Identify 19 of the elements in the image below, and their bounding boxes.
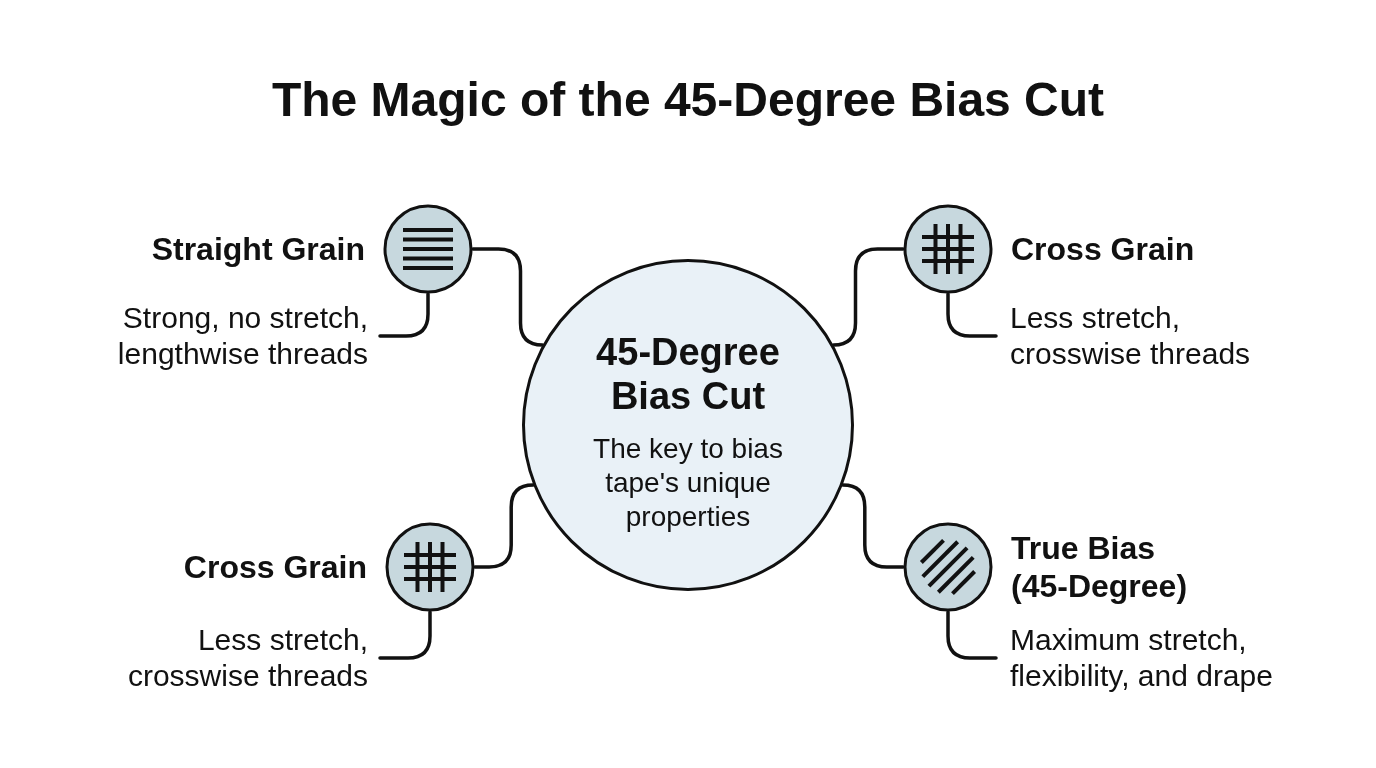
connector-line [378,610,432,660]
connector-line [946,292,998,338]
description-text: Less stretch, crosswise threads [1010,300,1252,372]
grain-label: Cross Grain [1011,230,1196,268]
connector-line [946,610,998,660]
diagram-title: The Magic of the 45-Degree Bias Cut [271,72,1105,128]
description-text: Less stretch, crosswise threads [126,622,368,694]
connector-line [831,247,905,347]
connector-line [473,483,535,569]
connector-line [378,292,430,338]
connector-line [471,247,545,347]
hub-title: 45-Degree Bias Cut [595,330,781,418]
grain-label: Cross Grain [182,548,367,586]
grain-label: Straight Grain [150,230,365,268]
hub-description: The key to bias tape's unique properties [592,432,784,534]
description-text: Maximum stretch, flexibility, and drape [1010,622,1274,694]
grain-label: True Bias (45-Degree) [1011,529,1189,605]
connector-line [841,483,905,569]
description-text: Strong, no stretch, lengthwise threads [116,300,368,372]
